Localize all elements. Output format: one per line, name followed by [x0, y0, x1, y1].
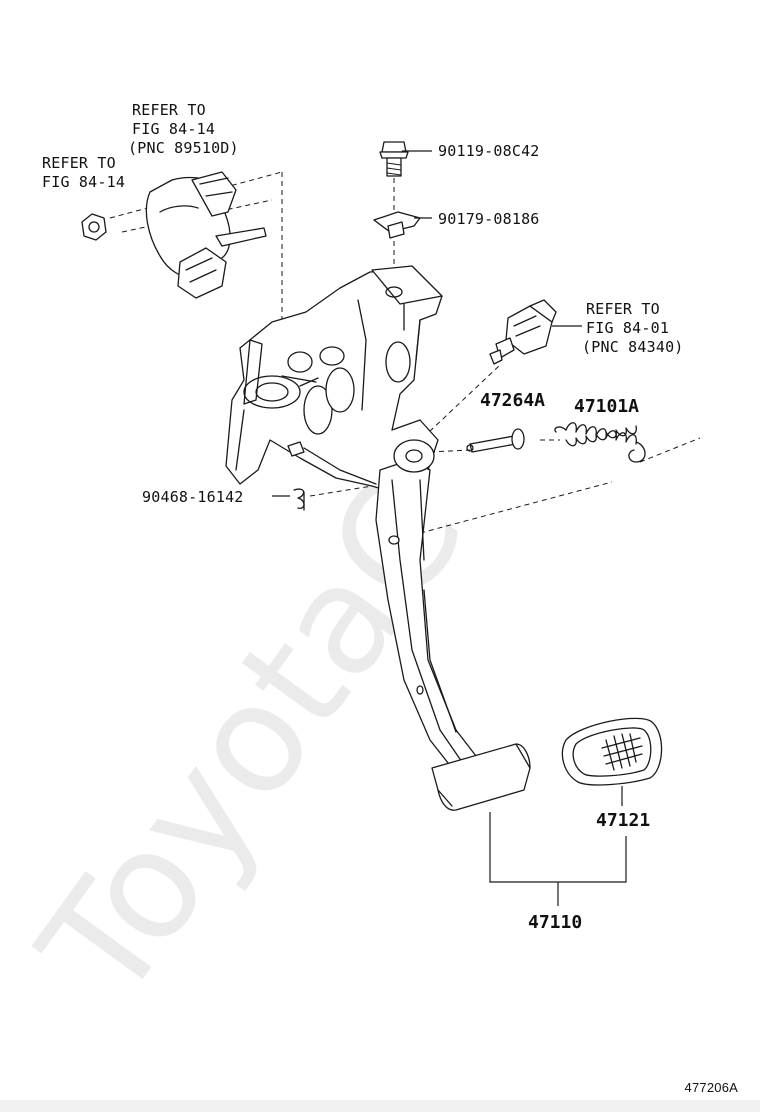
- watermark-text: ToyotaC: [8, 448, 498, 1032]
- ref-accel-line-2: FIG 84-14: [132, 120, 215, 138]
- ref-accel-sensor: REFER TO FIG 84-14 (PNC 89510D): [128, 101, 239, 157]
- clip-drawing: [293, 488, 305, 511]
- bottom-strip: [0, 1100, 760, 1112]
- guide-line-pin: [429, 449, 471, 453]
- ref-nut-line-1: REFER TO: [42, 154, 116, 172]
- ref-nut: REFER TO FIG 84-14: [42, 154, 125, 191]
- stop-switch-drawing: [489, 299, 557, 365]
- hex-nut-drawing: [81, 213, 107, 241]
- return-spring-drawing: [554, 422, 646, 463]
- part-label-assembly[interactable]: 47110: [528, 912, 582, 933]
- ref-switch-line-3: (PNC 84340): [582, 338, 684, 356]
- part-label-pin[interactable]: 47264A: [480, 390, 545, 411]
- guide-line-spring-b: [639, 437, 701, 463]
- bolt-drawing: [379, 141, 409, 177]
- pedal-bracket-drawing: [225, 265, 443, 495]
- leader-lines: [272, 150, 627, 906]
- part-label-pad[interactable]: 47121: [596, 810, 650, 831]
- ref-switch-line-1: REFER TO: [586, 300, 660, 318]
- guide-line-spring-c: [393, 481, 613, 541]
- part-label-clip[interactable]: 90468-16142: [142, 488, 244, 506]
- nut-clip-drawing: [373, 211, 421, 239]
- accel-sensor-drawing: [145, 171, 267, 299]
- figure-code: 477206A: [685, 1080, 739, 1095]
- pedal-pad-drawing: [431, 743, 531, 811]
- ref-accel-line-3: (PNC 89510D): [128, 139, 239, 157]
- part-label-bolt[interactable]: 90119-08C42: [438, 142, 540, 160]
- pedal-lever-drawing: [375, 439, 477, 769]
- pivot-pin-drawing: [466, 428, 525, 453]
- ref-switch-line-2: FIG 84-01: [586, 319, 669, 337]
- part-label-spring[interactable]: 47101A: [574, 396, 639, 417]
- guide-line-clip: [309, 485, 373, 497]
- part-label-nut-clip[interactable]: 90179-08186: [438, 210, 540, 228]
- guide-line-sensor-upper: [109, 171, 283, 219]
- pedal-pad-separate-drawing: [561, 717, 663, 786]
- ref-accel-line-1: REFER TO: [132, 101, 206, 119]
- ref-stop-switch: REFER TO FIG 84-01 (PNC 84340): [582, 300, 684, 356]
- watermark: ToyotaC: [8, 448, 498, 1032]
- ref-nut-line-2: FIG 84-14: [42, 173, 125, 191]
